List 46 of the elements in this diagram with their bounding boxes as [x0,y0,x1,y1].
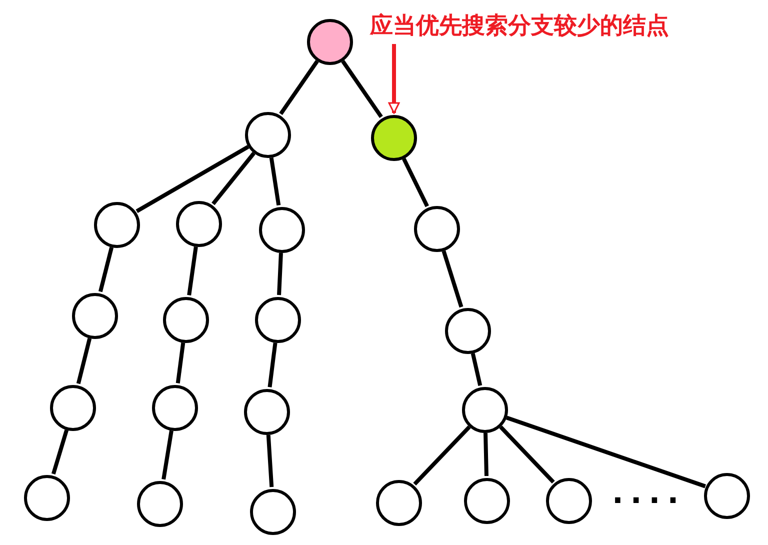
circle-node [245,112,291,158]
circle-node [152,385,198,431]
circle-node [464,478,510,524]
circle-node [24,475,70,521]
circle-node [371,115,417,161]
tree-edge [212,152,256,206]
circle-node [244,389,290,435]
circle-node [250,489,296,535]
tree-edge [402,158,429,208]
tree-edge [341,60,383,118]
tree-edge [413,426,471,486]
tree-edge [51,430,69,474]
circle-node [137,481,183,527]
tree-edge [187,246,198,296]
tree-edge [98,246,114,292]
circle-node [307,19,353,65]
tree-edge [269,157,281,206]
circle-node [163,297,209,343]
tree-edge [76,338,92,384]
circle-node [376,480,422,526]
tree-edge [470,353,482,386]
circle-node [50,385,96,431]
circle-node [94,202,140,248]
tree-edge [162,430,174,480]
tree-edge [442,250,464,308]
tree-edge [268,342,278,388]
tree-edge [506,416,706,488]
tree-edge [484,432,488,476]
circle-node [176,201,222,247]
annotation-text: 应当优先搜索分支较少的结点 [370,10,669,41]
circle-node [546,478,592,524]
circle-node [255,297,301,343]
arrow [388,44,400,114]
circle-node [462,387,508,433]
tree-edge [266,434,274,488]
tree-edge [176,342,186,384]
tree-edge [277,252,283,296]
tree-edge [136,145,250,213]
tree-edge [279,60,319,115]
circle-node [259,207,305,253]
circle-node [445,308,491,354]
tree-edge [499,426,555,484]
circle-node [704,473,750,519]
circle-node [414,206,460,252]
ellipsis-dots: .... [612,484,686,504]
circle-node [72,293,118,339]
